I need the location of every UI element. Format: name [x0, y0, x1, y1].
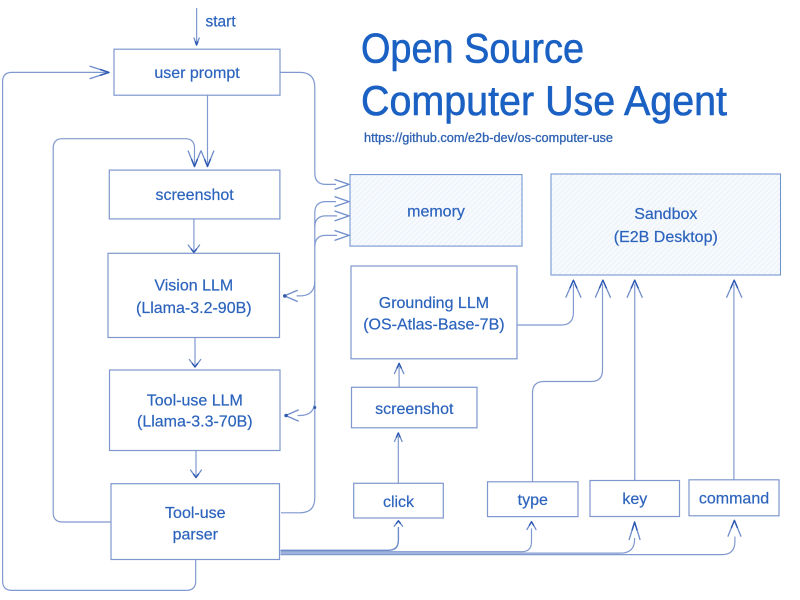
svg-text:https://github.com/e2b-dev/os-: https://github.com/e2b-dev/os-computer-u…	[364, 131, 613, 145]
svg-text:Grounding LLM: Grounding LLM	[379, 295, 489, 312]
svg-text:(E2B Desktop): (E2B Desktop)	[614, 229, 718, 246]
svg-text:key: key	[622, 491, 647, 508]
svg-text:user prompt: user prompt	[154, 65, 240, 82]
svg-text:Open Source: Open Source	[361, 25, 584, 72]
svg-text:memory: memory	[407, 204, 465, 221]
svg-text:parser: parser	[173, 526, 219, 543]
svg-text:Tool-use LLM: Tool-use LLM	[147, 393, 243, 410]
svg-text:click: click	[383, 494, 415, 511]
svg-text:screenshot: screenshot	[375, 401, 454, 418]
svg-text:(OS-Atlas-Base-7B): (OS-Atlas-Base-7B)	[363, 316, 504, 333]
svg-text:(Llama-3.2-90B): (Llama-3.2-90B)	[136, 300, 252, 317]
svg-text:start: start	[206, 14, 237, 31]
svg-text:Computer Use Agent: Computer Use Agent	[361, 77, 727, 124]
svg-text:Vision LLM: Vision LLM	[154, 278, 233, 295]
svg-text:type: type	[518, 492, 548, 509]
svg-text:screenshot: screenshot	[155, 187, 234, 204]
svg-text:command: command	[699, 491, 769, 508]
svg-text:Sandbox: Sandbox	[634, 206, 697, 223]
svg-text:(Llama-3.3-70B): (Llama-3.3-70B)	[137, 414, 253, 431]
svg-text:Tool-use: Tool-use	[165, 505, 226, 522]
